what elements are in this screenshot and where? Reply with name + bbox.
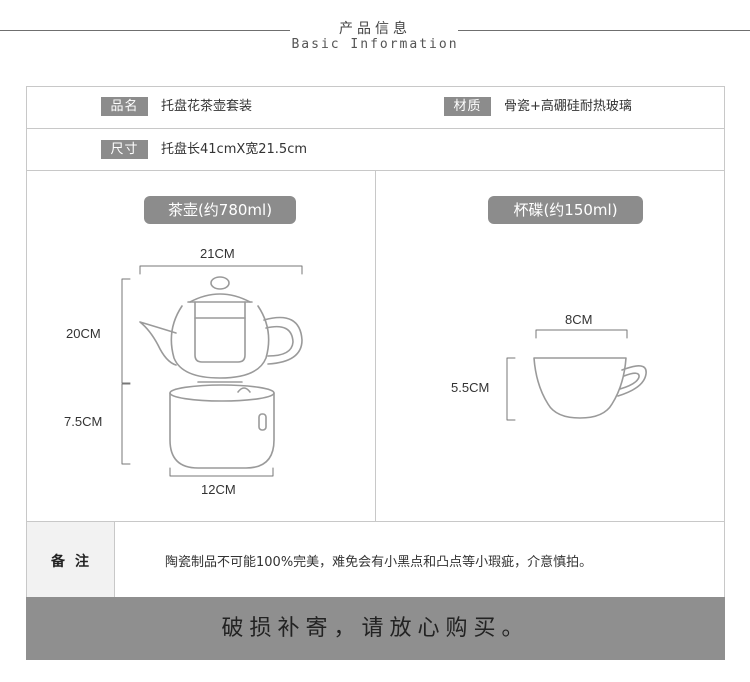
warmer-width-label: 12CM [201, 482, 236, 497]
teapot-spout [139, 321, 177, 366]
teapot-title: 茶壶(约780ml) [144, 196, 296, 224]
warmer-window [258, 413, 267, 431]
guarantee-text: 破损补寄，请放心购买。 [221, 616, 530, 641]
header-rule-left [0, 30, 290, 31]
teapot-width-label: 21CM [200, 246, 235, 261]
teapot-infuser [194, 301, 246, 363]
teapot-lid [189, 293, 251, 303]
cup-width-dimension [535, 329, 628, 339]
teapot-height-dimension [121, 278, 131, 384]
warmer-height-label: 7.5CM [64, 414, 103, 429]
teapot-width-dimension [139, 265, 303, 275]
cup-width-label: 8CM [565, 312, 593, 327]
warmer-body [169, 392, 275, 469]
header-rule-right [458, 30, 750, 31]
teapot-height-label: 20CM [66, 326, 101, 341]
cup-height-label: 5.5CM [451, 380, 490, 395]
note-label: 备注 [51, 554, 99, 570]
warmer-width-dimension [169, 467, 274, 477]
teapot-body [170, 305, 270, 379]
warmer-height-dimension [121, 383, 131, 465]
teapot-handle [263, 316, 303, 365]
cup-height-dimension [506, 357, 516, 421]
name-value: 托盘花茶壶套装 [161, 99, 253, 114]
section-title-cn: 产品信息 [339, 21, 411, 37]
cup-handle [617, 365, 647, 397]
guarantee-banner: 破损补寄，请放心购买。 [26, 597, 725, 660]
name-label: 品名 [101, 97, 148, 116]
size-label: 尺寸 [101, 140, 148, 159]
teapot-lid-knob [210, 276, 230, 290]
size-value: 托盘长41cmX宽21.5cm [161, 142, 308, 157]
material-label: 材质 [444, 97, 491, 116]
section-title-en: Basic Information [291, 37, 459, 52]
material-value: 骨瓷+高硼硅耐热玻璃 [504, 99, 632, 114]
note-text: 陶瓷制品不可能100%完美，难免会有小黑点和凸点等小瑕疵，介意慎拍。 [165, 555, 593, 570]
cup-title: 杯碟(约150ml) [488, 196, 643, 224]
cup-body [533, 357, 627, 419]
